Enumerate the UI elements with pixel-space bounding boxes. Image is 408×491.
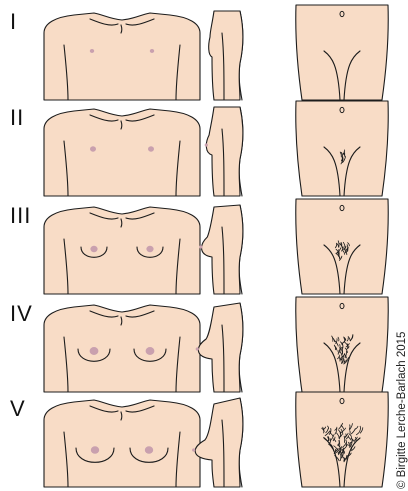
hip-shape [296,101,389,196]
chest-profile [206,107,243,196]
front-torso-illustration [42,199,202,294]
hip-shape [296,297,389,392]
nipple-profile [196,347,199,350]
chest-profile [195,398,243,487]
chest-profile [202,205,243,294]
copyright-credit: © Birgitte Lerche-Barlach 2015 [396,332,408,489]
stage-label: IV [10,303,33,325]
front-torso-illustration [42,101,202,196]
chest-profile [209,11,243,100]
nipple-profile [205,143,208,146]
nipple-areola [90,347,99,355]
front-torso-illustration [42,297,202,392]
nipple-areola [91,446,99,454]
stage-label: V [10,398,26,420]
side-torso-illustration [200,5,250,100]
nipple-areola [148,146,154,151]
nipple-profile [192,448,195,451]
hip-shape [296,5,389,100]
pubic-region-illustration [294,297,390,392]
stage-label: I [10,11,17,33]
hip-shape [296,392,389,487]
side-torso-illustration [200,199,250,294]
side-torso-illustration [200,297,250,392]
nipple-areola [90,246,97,252]
nipple-areola [146,246,153,252]
stage-label: III [10,205,31,227]
nipple-areola [90,49,94,53]
front-torso-illustration [42,5,202,100]
pubic-region-illustration [294,101,390,196]
pubic-region-illustration [294,5,390,100]
pubic-region-illustration [294,199,390,294]
side-torso-illustration [200,392,250,487]
stage-label: II [10,107,24,129]
pubic-region-illustration [294,392,390,487]
nipple-areola [150,49,154,53]
nipple-areola [90,146,96,151]
nipple-areola [146,347,155,355]
side-torso-illustration [200,101,250,196]
front-torso-illustration [42,392,202,487]
nipple-profile [199,245,202,248]
nipple-areola [145,446,153,454]
chest-profile [198,303,243,392]
